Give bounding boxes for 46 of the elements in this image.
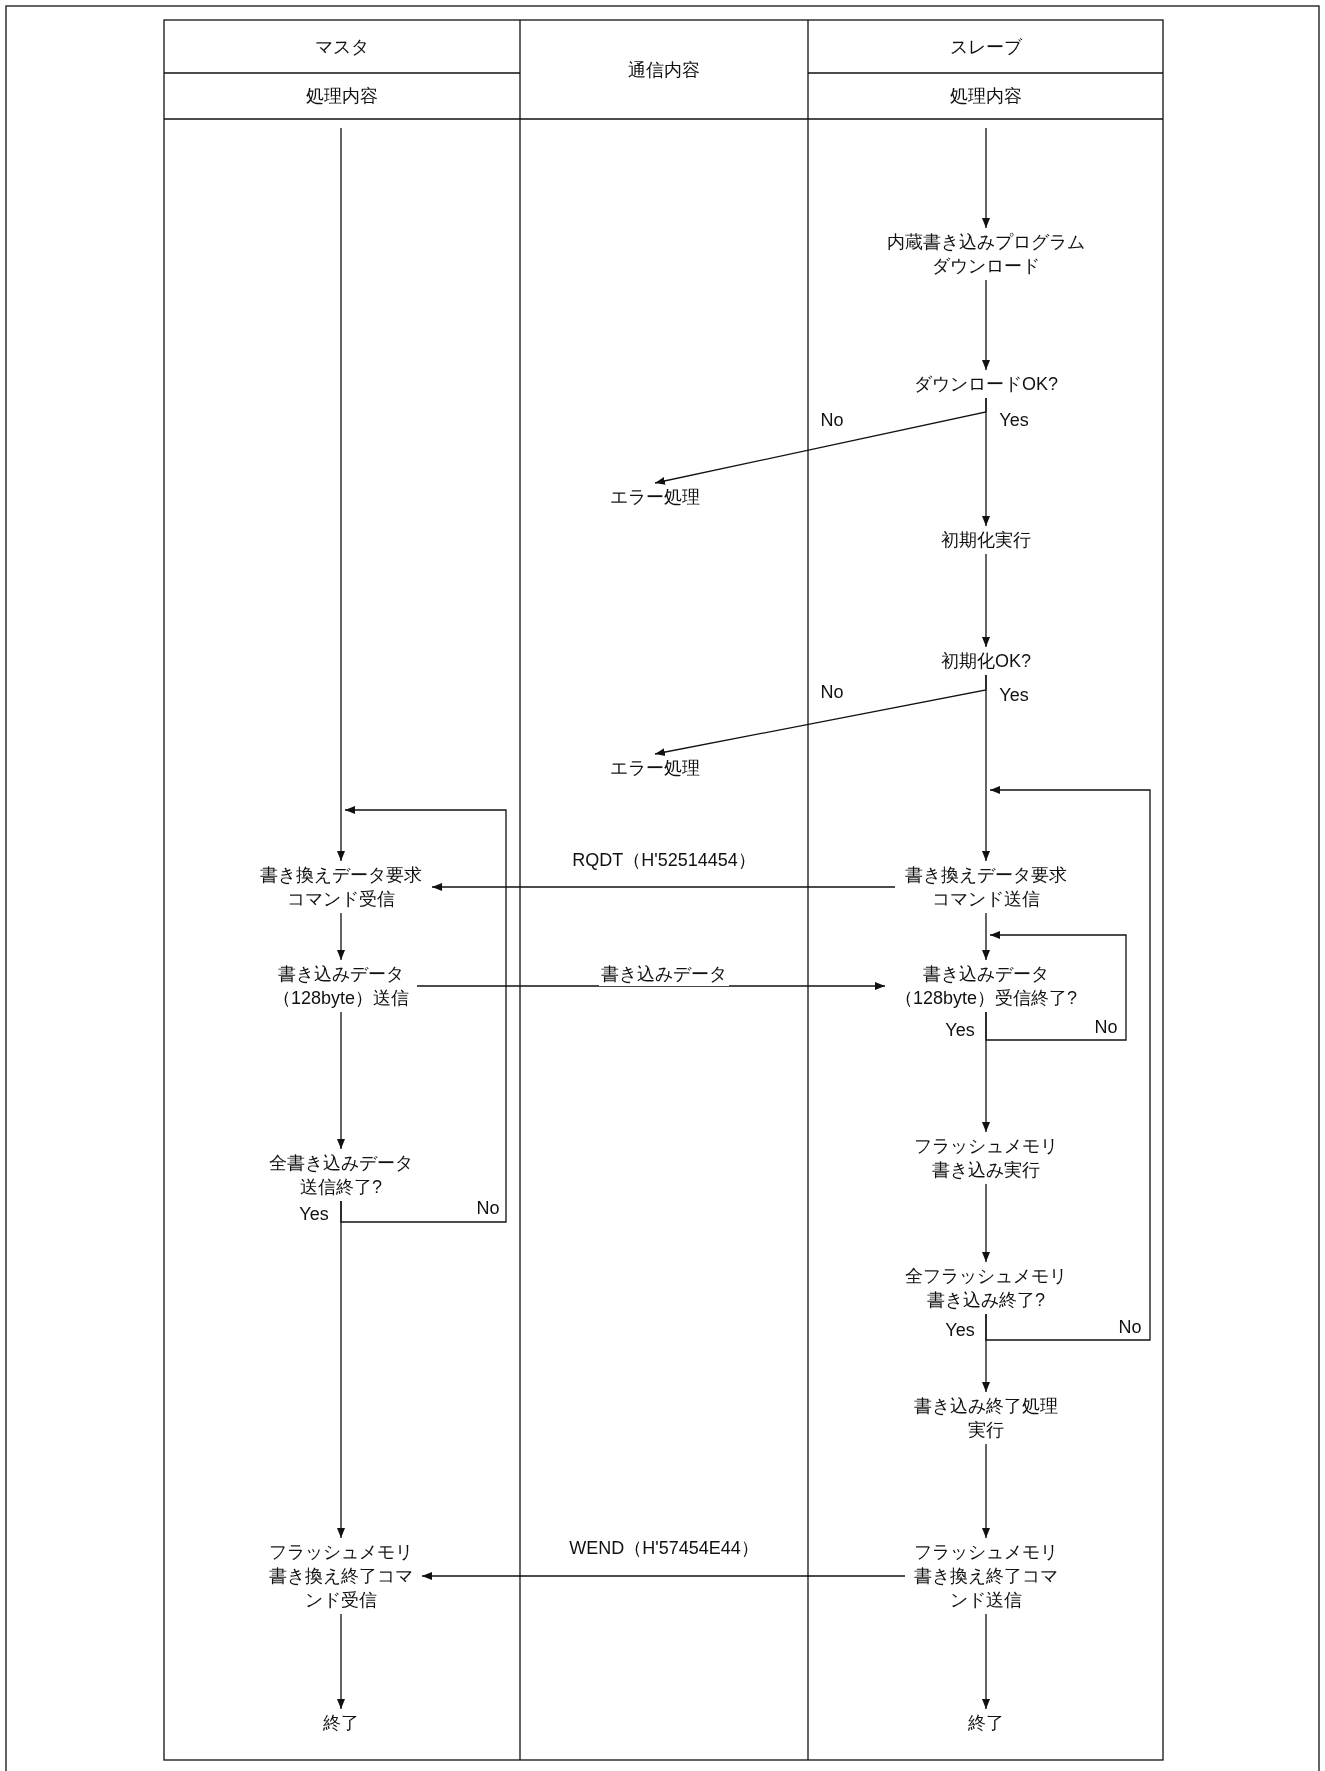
arrow — [337, 912, 345, 961]
arrow — [982, 1011, 990, 1133]
decision-text: 全書き込みデータ送信終了? — [266, 1151, 416, 1199]
arrow — [982, 1443, 990, 1539]
process-step-text: フラッシュメモリ書き換え終了コマンド受信 — [266, 1540, 416, 1612]
arrow — [985, 931, 1127, 1041]
arrow — [337, 1613, 345, 1710]
arrow — [340, 806, 507, 1223]
column-header: スレーブ — [950, 36, 1022, 59]
decision-text: 初期化OK? — [906, 649, 1066, 673]
process-step-text: 書き換えデータ要求コマンド受信 — [256, 863, 426, 911]
arrow — [982, 912, 990, 961]
arrow — [982, 674, 990, 862]
arrow — [337, 1011, 345, 1150]
arrow — [337, 127, 345, 862]
process-step-text: 書き込み終了処理実行 — [911, 1394, 1061, 1442]
arrow — [431, 883, 896, 891]
arrow — [985, 786, 1151, 1341]
edge-label: 書き込みデータ — [599, 962, 729, 986]
arrow — [337, 1200, 345, 1539]
arrow — [982, 279, 990, 371]
arrow — [416, 982, 886, 990]
arrow — [982, 553, 990, 648]
decision-text: 全フラッシュメモリ書き込み終了? — [901, 1264, 1071, 1312]
column-header: 通信内容 — [628, 59, 700, 82]
end-text: 終了 — [956, 1711, 1016, 1735]
arrow — [982, 127, 990, 229]
column-subheader: 処理内容 — [950, 85, 1022, 108]
decision-text: ダウンロードOK? — [886, 372, 1086, 396]
process-step-text: フラッシュメモリ書き換え終了コマンド送信 — [911, 1540, 1061, 1612]
arrow — [982, 1313, 990, 1393]
end-text: 終了 — [311, 1711, 371, 1735]
arrow — [982, 1613, 990, 1710]
error-step-text: エラー処理 — [595, 485, 715, 509]
process-step-text: 書き換えデータ要求コマンド送信 — [901, 863, 1071, 911]
process-step-text: 書き込みデータ（128byte）送信 — [271, 962, 411, 1010]
column-subheader: 処理内容 — [306, 85, 378, 108]
arrow — [421, 1572, 906, 1580]
column-header: マスタ — [315, 36, 369, 59]
process-step-text: 内蔵書き込みプログラムダウンロード — [881, 230, 1091, 278]
process-step-text: 初期化実行 — [926, 528, 1046, 552]
error-step-text: エラー処理 — [595, 756, 715, 780]
arrow — [982, 397, 990, 527]
decision-text: 書き込みデータ（128byte）受信終了? — [891, 962, 1081, 1010]
process-step-text: フラッシュメモリ書き込み実行 — [911, 1134, 1061, 1182]
arrow — [982, 1183, 990, 1263]
